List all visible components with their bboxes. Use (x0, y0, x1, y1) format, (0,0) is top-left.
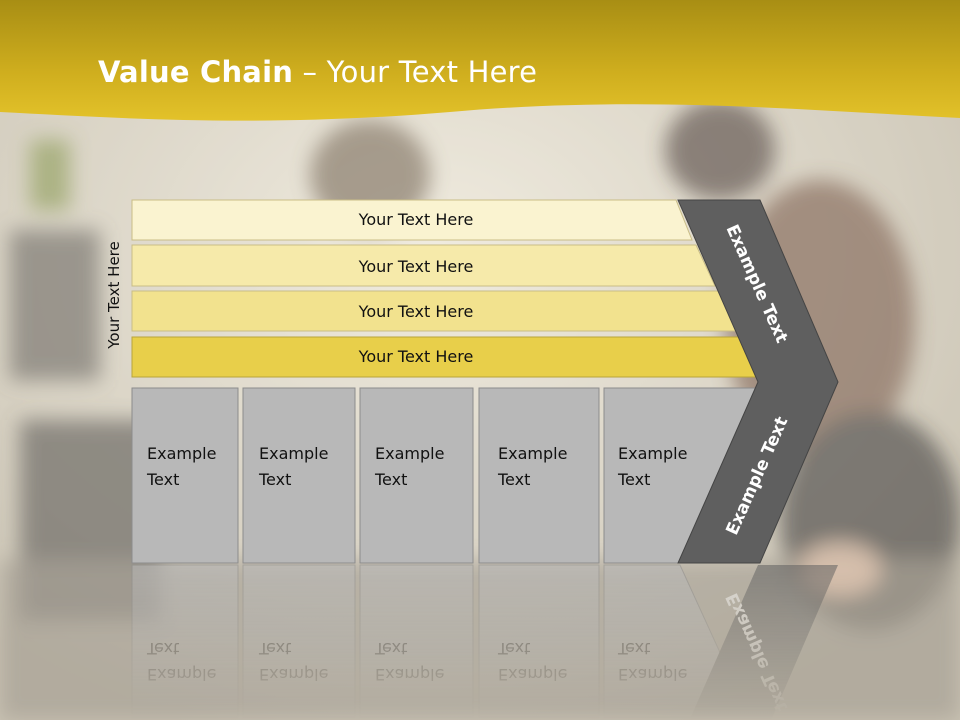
svg-text:ExampleText: ExampleText (497, 639, 567, 684)
column-1-box (131, 387, 239, 564)
row-1-label: Your Text Here (358, 210, 474, 229)
svg-text:ExampleText: ExampleText (374, 639, 444, 684)
diagram-reflection: ExampleText ExampleText ExampleText Exam… (131, 564, 838, 720)
row-2-bar (131, 244, 716, 287)
svg-text:ExampleText: ExampleText (258, 639, 328, 684)
title-rest: – Your Text Here (293, 55, 538, 89)
svg-text:ExampleText: ExampleText (146, 639, 216, 684)
row-3-label: Your Text Here (358, 302, 474, 321)
row-1[interactable]: Your Text Here (131, 199, 693, 241)
header-wave (0, 0, 960, 121)
row-4-label: Your Text Here (358, 347, 474, 366)
row-3[interactable]: Your Text Here (131, 290, 739, 332)
row-2-label: Your Text Here (358, 257, 474, 276)
title-bold: Value Chain (98, 55, 294, 89)
row-2[interactable]: Your Text Here (131, 244, 716, 287)
row-1-bar (131, 199, 693, 241)
column-2-box (242, 387, 356, 564)
vertical-side-label: Your Text Here (105, 241, 123, 349)
support-rows: Your Text Here Your Text Here Your Text … (131, 199, 764, 378)
row-4[interactable]: Your Text Here (131, 336, 764, 378)
column-3-box (359, 387, 474, 564)
column-4-box (478, 387, 600, 564)
chevron-shape (677, 199, 839, 564)
svg-text:ExampleText: ExampleText (617, 639, 687, 684)
slide-title: Value Chain – Your Text Here (98, 55, 537, 89)
margin-chevron[interactable]: Example Text Example Text (677, 199, 839, 564)
